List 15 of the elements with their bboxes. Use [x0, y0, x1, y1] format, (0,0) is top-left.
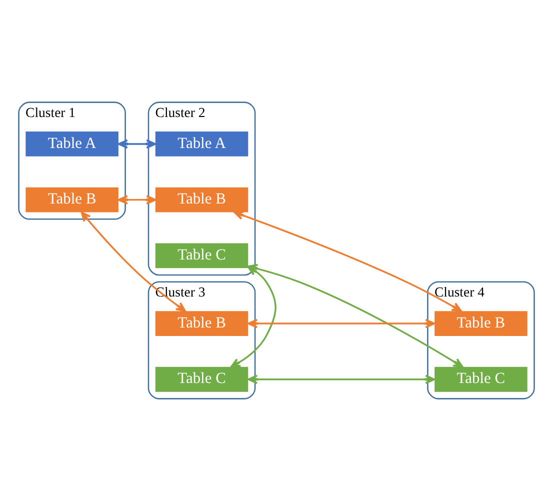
node-box: Table C [155, 366, 248, 392]
arrow [80, 210, 186, 312]
node-box: Table A [155, 131, 248, 156]
node-box: Table C [434, 366, 528, 392]
node-box: Table A [26, 131, 118, 156]
node-box: Table B [26, 186, 118, 212]
node-box: Table B [434, 310, 528, 336]
arrow [118, 194, 156, 204]
node-box: Table C [155, 242, 248, 268]
arrow [248, 374, 436, 384]
arrow [234, 210, 462, 312]
node-box: Table B [155, 310, 248, 336]
arrow [118, 138, 156, 148]
arrow [248, 318, 436, 328]
node-box: Table B [155, 186, 248, 212]
